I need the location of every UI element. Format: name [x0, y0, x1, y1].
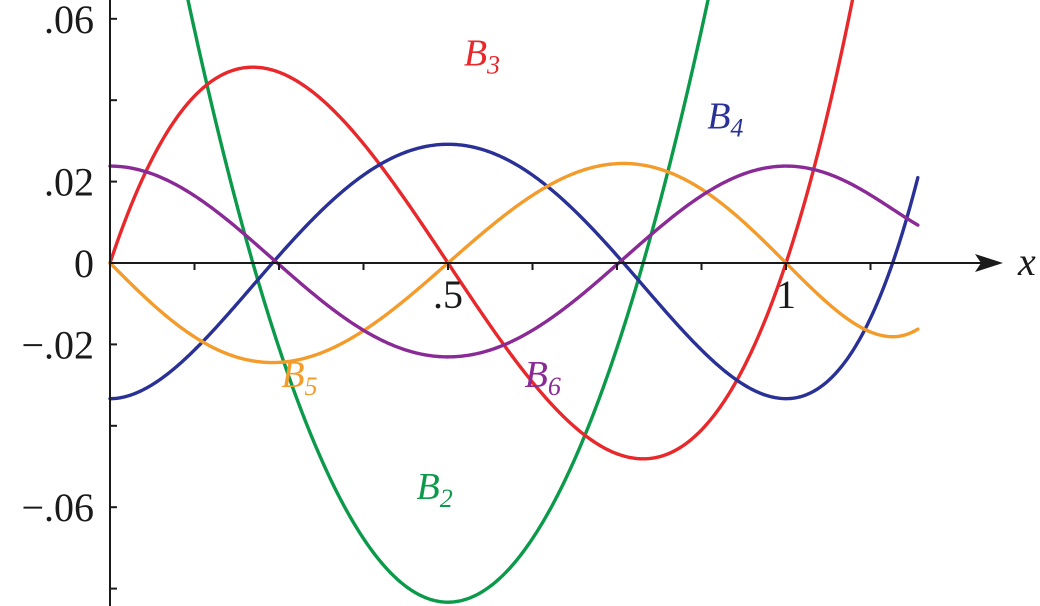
x-tick-label: .5 — [433, 272, 463, 317]
series-B2-line — [186, 0, 710, 604]
series-label-name: B — [464, 33, 487, 75]
series-label-subscript: 3 — [486, 51, 500, 80]
series-label-name: B — [707, 96, 730, 138]
x-tick-label: 1 — [776, 272, 796, 317]
series-label-subscript: 4 — [730, 114, 743, 143]
series-B3-line — [108, 0, 855, 461]
series-B2-label: B2 — [417, 466, 453, 513]
y-tick-label: .06 — [44, 0, 94, 42]
y-tick-label: −.06 — [21, 485, 94, 530]
y-tick-label: .02 — [44, 160, 94, 205]
series-label-name: B — [525, 354, 548, 396]
series-label-subscript: 6 — [548, 372, 561, 401]
series-B6-line — [108, 164, 920, 359]
series-B5-label: B5 — [281, 354, 317, 401]
x-axis-label: x — [1017, 239, 1036, 284]
curves-layer — [108, 0, 920, 604]
series-B6-label: B6 — [525, 354, 561, 401]
series-B5-line — [108, 161, 920, 365]
y-tick-label: 0 — [74, 241, 94, 286]
axes-layer — [109, 0, 1003, 606]
y-tick-label: −.02 — [21, 322, 94, 367]
series-label-subscript: 5 — [305, 372, 318, 401]
series-label-subscript: 2 — [440, 484, 453, 513]
series-B4-label: B4 — [707, 96, 743, 143]
series-label-name: B — [417, 466, 440, 508]
x-axis-arrow — [975, 254, 1003, 272]
series-B4-line — [108, 142, 920, 401]
series-B3-label: B3 — [464, 33, 500, 80]
series-label-name: B — [281, 354, 304, 396]
